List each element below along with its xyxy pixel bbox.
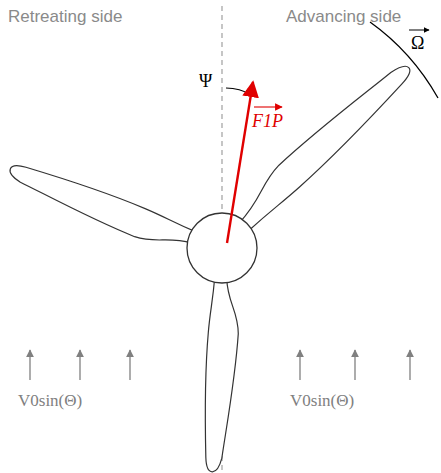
velocity-label: V0sin(Θ): [290, 392, 354, 411]
inflow-arrow: [79, 350, 80, 380]
force-label: F1P: [252, 112, 283, 132]
side-label: Advancing side: [286, 8, 401, 27]
blade: [230, 53, 416, 235]
hub: [187, 213, 257, 283]
inflow-arrow: [409, 350, 410, 380]
blade: [202, 278, 241, 473]
inflow-arrow: [354, 350, 355, 380]
vector-overarrow: [409, 30, 429, 31]
rotation-symbol: Ω: [411, 34, 424, 54]
angle-arc: [226, 88, 251, 95]
rotation-arc: [370, 22, 438, 98]
vector-overarrow: [254, 106, 282, 107]
force-arrow: [227, 82, 253, 243]
side-label: Retreating side: [8, 8, 122, 27]
blade: [3, 159, 197, 256]
angle-symbol: Ψ: [199, 72, 212, 92]
rotor-blades: [3, 53, 416, 472]
inflow-arrow: [129, 350, 130, 380]
inflow-arrows: [30, 350, 410, 380]
inflow-arrow: [299, 350, 300, 380]
inflow-arrow: [29, 350, 30, 380]
velocity-label: V0sin(Θ): [18, 392, 82, 411]
